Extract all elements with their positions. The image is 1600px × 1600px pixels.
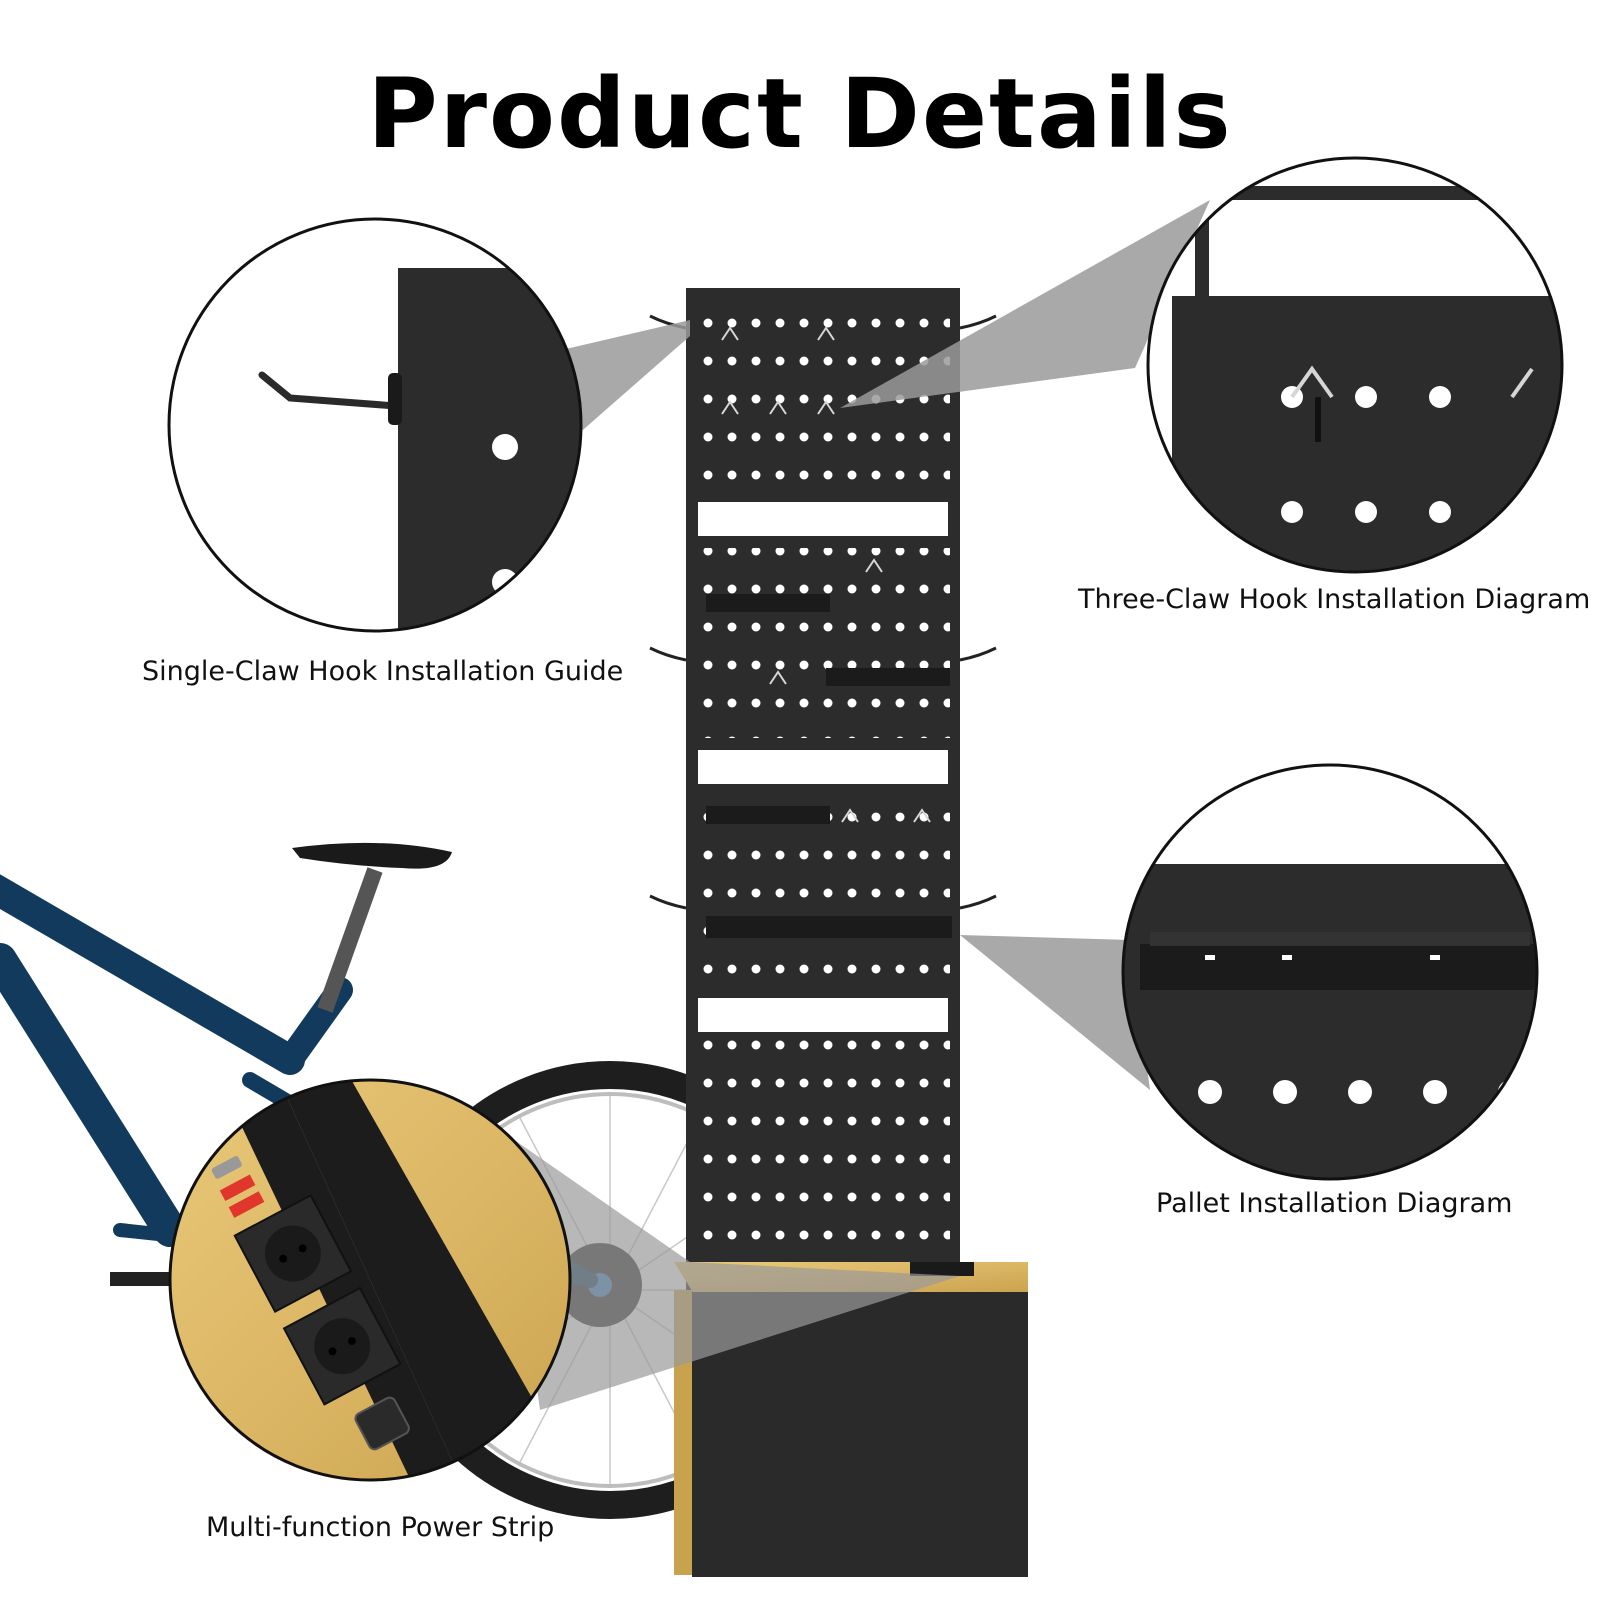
power-strip-detail xyxy=(168,1078,572,1482)
three-claw-detail xyxy=(1146,156,1564,574)
pallet-shelf xyxy=(706,916,952,938)
power-strip-caption: Multi-function Power Strip xyxy=(206,1512,555,1543)
panel-slot xyxy=(698,502,948,536)
usb-a-port-icon xyxy=(228,1191,265,1218)
socket-icon xyxy=(314,1318,371,1375)
usb-c-port-icon xyxy=(211,1156,242,1179)
shelf xyxy=(826,668,950,686)
saddle xyxy=(292,842,452,869)
pegboard-tower xyxy=(649,288,997,1313)
wireless-charger-icon xyxy=(354,1396,410,1451)
panel-slot xyxy=(698,998,948,1032)
pallet-detail xyxy=(1121,763,1539,1181)
three-claw-hook-icon xyxy=(1290,365,1534,442)
panel-slot xyxy=(698,750,948,784)
three-claw-caption: Three-Claw Hook Installation Diagram xyxy=(1078,584,1591,615)
shelf xyxy=(706,806,830,824)
crank-arm xyxy=(110,1272,170,1286)
usb-a-port-icon xyxy=(219,1174,256,1202)
single-claw-caption: Single-Claw Hook Installation Guide xyxy=(142,656,624,687)
side-arms xyxy=(649,314,997,910)
socket-icon xyxy=(264,1225,321,1282)
single-claw-detail xyxy=(167,217,583,633)
shelf xyxy=(706,594,830,612)
panel-hooks xyxy=(721,326,931,823)
seat-post xyxy=(317,867,383,1013)
single-claw-hook-icon xyxy=(258,371,400,410)
charging-pad xyxy=(910,1262,974,1276)
page-title: Product Details xyxy=(367,58,1233,170)
pallet-shelf-icon xyxy=(1140,944,1537,990)
pallet-caption: Pallet Installation Diagram xyxy=(1156,1188,1513,1219)
